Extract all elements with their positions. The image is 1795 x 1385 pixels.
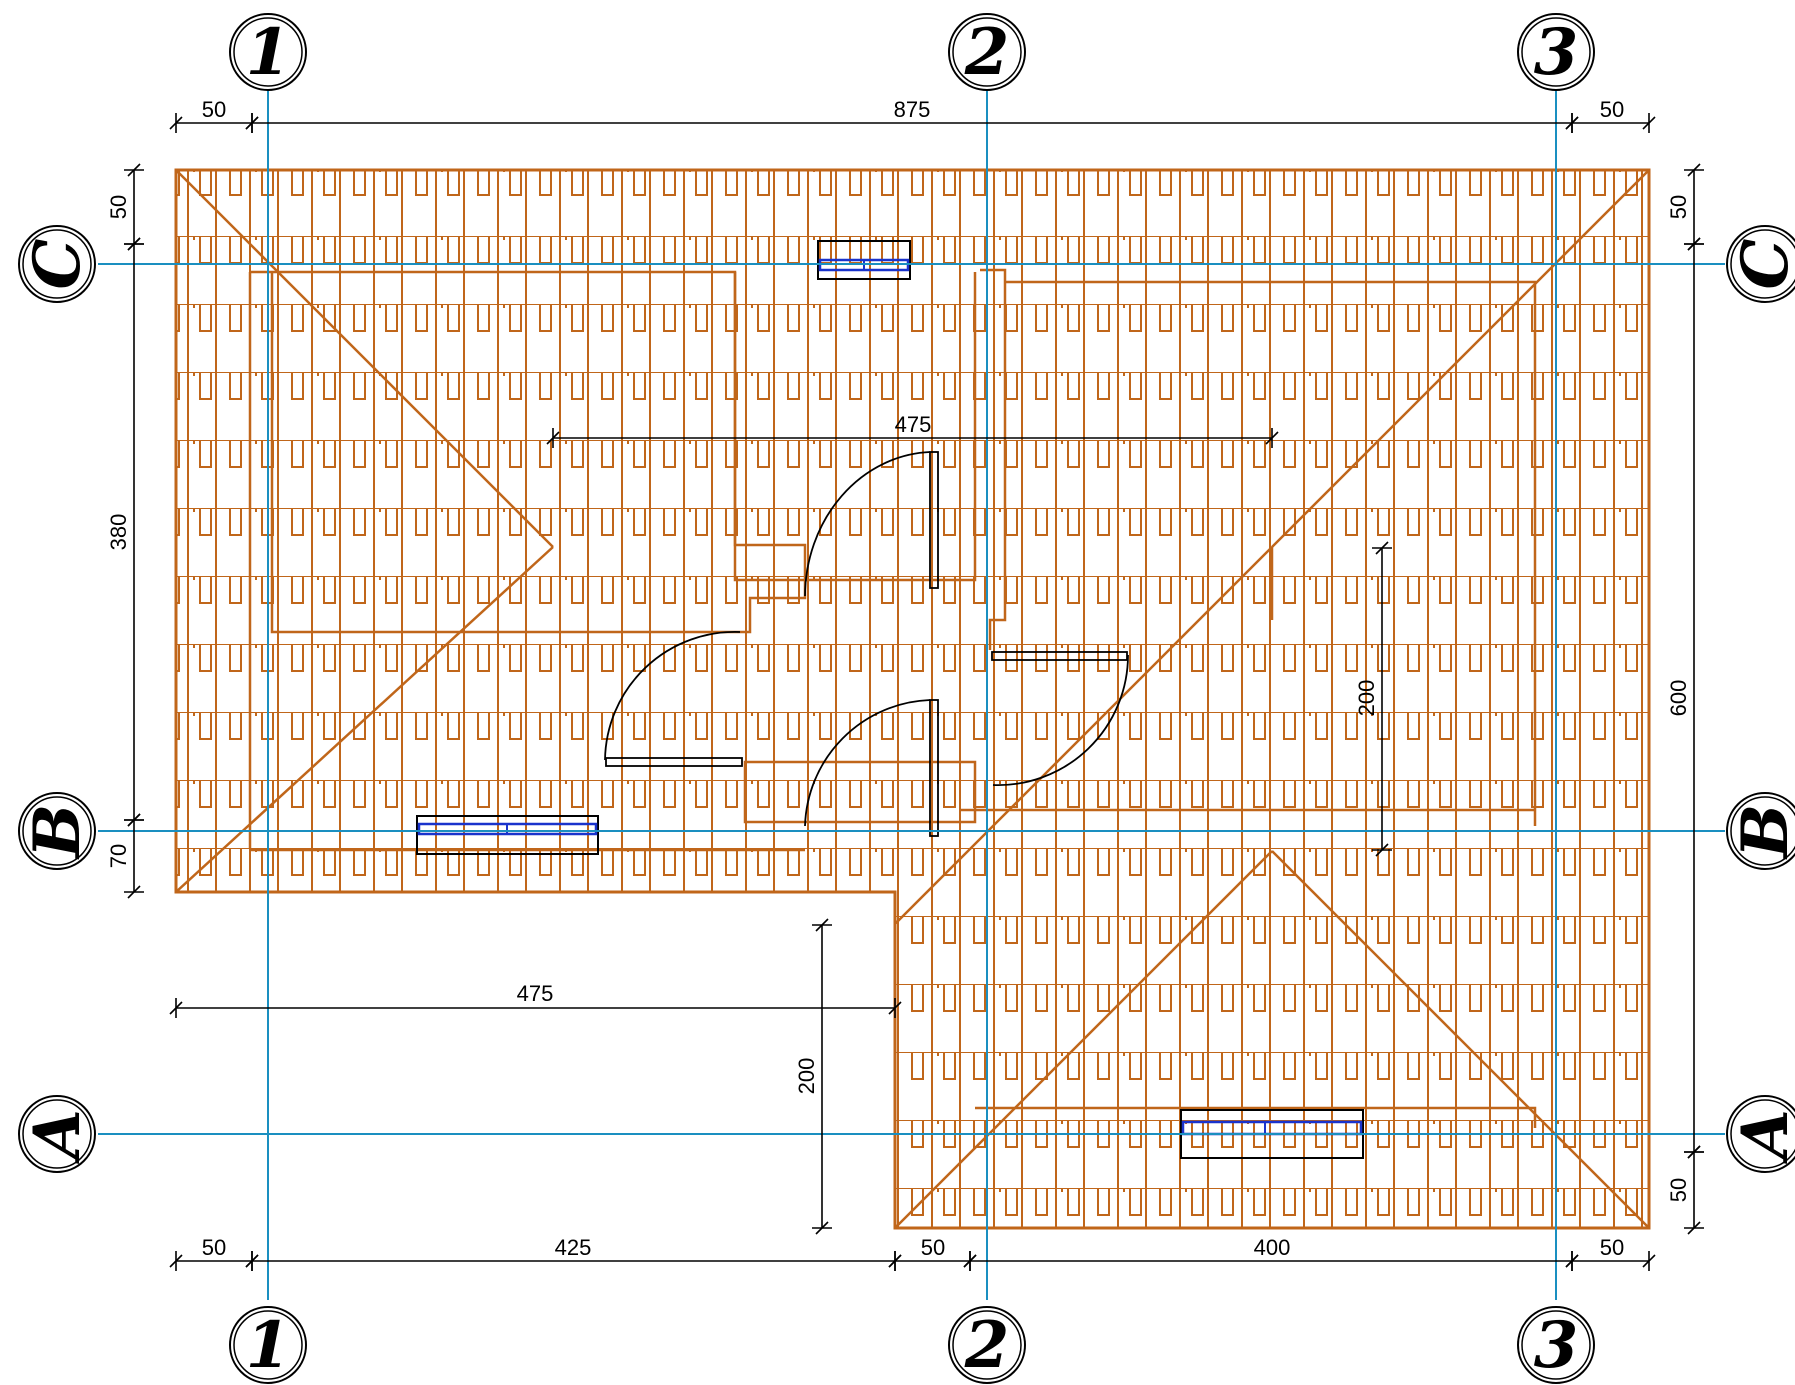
dimension-bottom-right-overhang: 50 xyxy=(1600,1235,1624,1260)
dimension-left-top-overhang: 50 xyxy=(106,195,131,219)
axis-marker-left-a: A xyxy=(18,1095,96,1173)
dimension-left-bottom: 70 xyxy=(106,844,131,868)
axis-label: 3 xyxy=(1534,15,1579,90)
axis-marker-top-3: 3 xyxy=(1517,13,1595,91)
dimension-bottom-span-2: 400 xyxy=(1254,1235,1291,1260)
dimension-bottom-left-overhang: 50 xyxy=(202,1235,226,1260)
dimension-bottom-span-1: 425 xyxy=(555,1235,592,1260)
door-swings xyxy=(604,451,1129,837)
dimension-right-top-overhang: 50 xyxy=(1666,195,1691,219)
axis-markers: 112233CCBBAA xyxy=(18,13,1795,1384)
dimension-top-right-overhang: 50 xyxy=(1600,97,1624,122)
axis-marker-bottom-1: 1 xyxy=(229,1306,307,1384)
axis-label: 1 xyxy=(246,15,291,90)
window-left xyxy=(416,815,599,855)
axis-label: 3 xyxy=(1534,1308,1579,1383)
axis-marker-top-1: 1 xyxy=(229,13,307,91)
axis-label: A xyxy=(20,1109,95,1164)
dimension-left-span: 380 xyxy=(106,514,131,551)
dimension-bottom-mid-overhang: 50 xyxy=(921,1235,945,1260)
axis-label: 2 xyxy=(964,1308,1010,1383)
grid-axis-lines xyxy=(98,86,1725,1300)
dimension-inner-vertical-lower: 200 xyxy=(794,1058,819,1095)
dimension-top-total: 875 xyxy=(894,97,931,122)
axis-marker-bottom-2: 2 xyxy=(948,1306,1026,1384)
hip-lines xyxy=(175,169,1650,1229)
dimension-top-left-overhang: 50 xyxy=(202,97,226,122)
dimension-labels: 50 875 50 475 475 50 425 50 400 50 50 380 70 50 600 50 2… xyxy=(106,97,1691,1260)
inner-wall-outlines xyxy=(248,268,1537,1128)
axis-label: A xyxy=(1728,1109,1795,1164)
dimension-right-bottom-overhang: 50 xyxy=(1666,1178,1691,1202)
roof-tile-area xyxy=(176,170,1649,1228)
axis-marker-right-a: A xyxy=(1726,1095,1795,1173)
dimension-inner-horizontal: 475 xyxy=(895,412,932,437)
dimension-inner-vertical-right: 200 xyxy=(1354,680,1379,717)
dimension-lower-left-horizontal: 475 xyxy=(517,981,554,1006)
axis-label: C xyxy=(1728,238,1795,289)
axis-marker-right-c: C xyxy=(1726,225,1795,303)
axis-label: 1 xyxy=(246,1308,291,1383)
dimension-right-total: 600 xyxy=(1666,680,1691,717)
axis-label: 2 xyxy=(964,15,1010,90)
axis-label: B xyxy=(1728,804,1795,860)
axis-marker-left-b: B xyxy=(18,792,96,870)
dimension-lines xyxy=(124,113,1704,1271)
axis-marker-right-b: B xyxy=(1726,792,1795,870)
axis-marker-bottom-3: 3 xyxy=(1517,1306,1595,1384)
axis-label: B xyxy=(20,804,95,860)
axis-marker-top-2: 2 xyxy=(948,13,1026,91)
axis-label: C xyxy=(20,238,95,289)
axis-marker-left-c: C xyxy=(18,225,96,303)
